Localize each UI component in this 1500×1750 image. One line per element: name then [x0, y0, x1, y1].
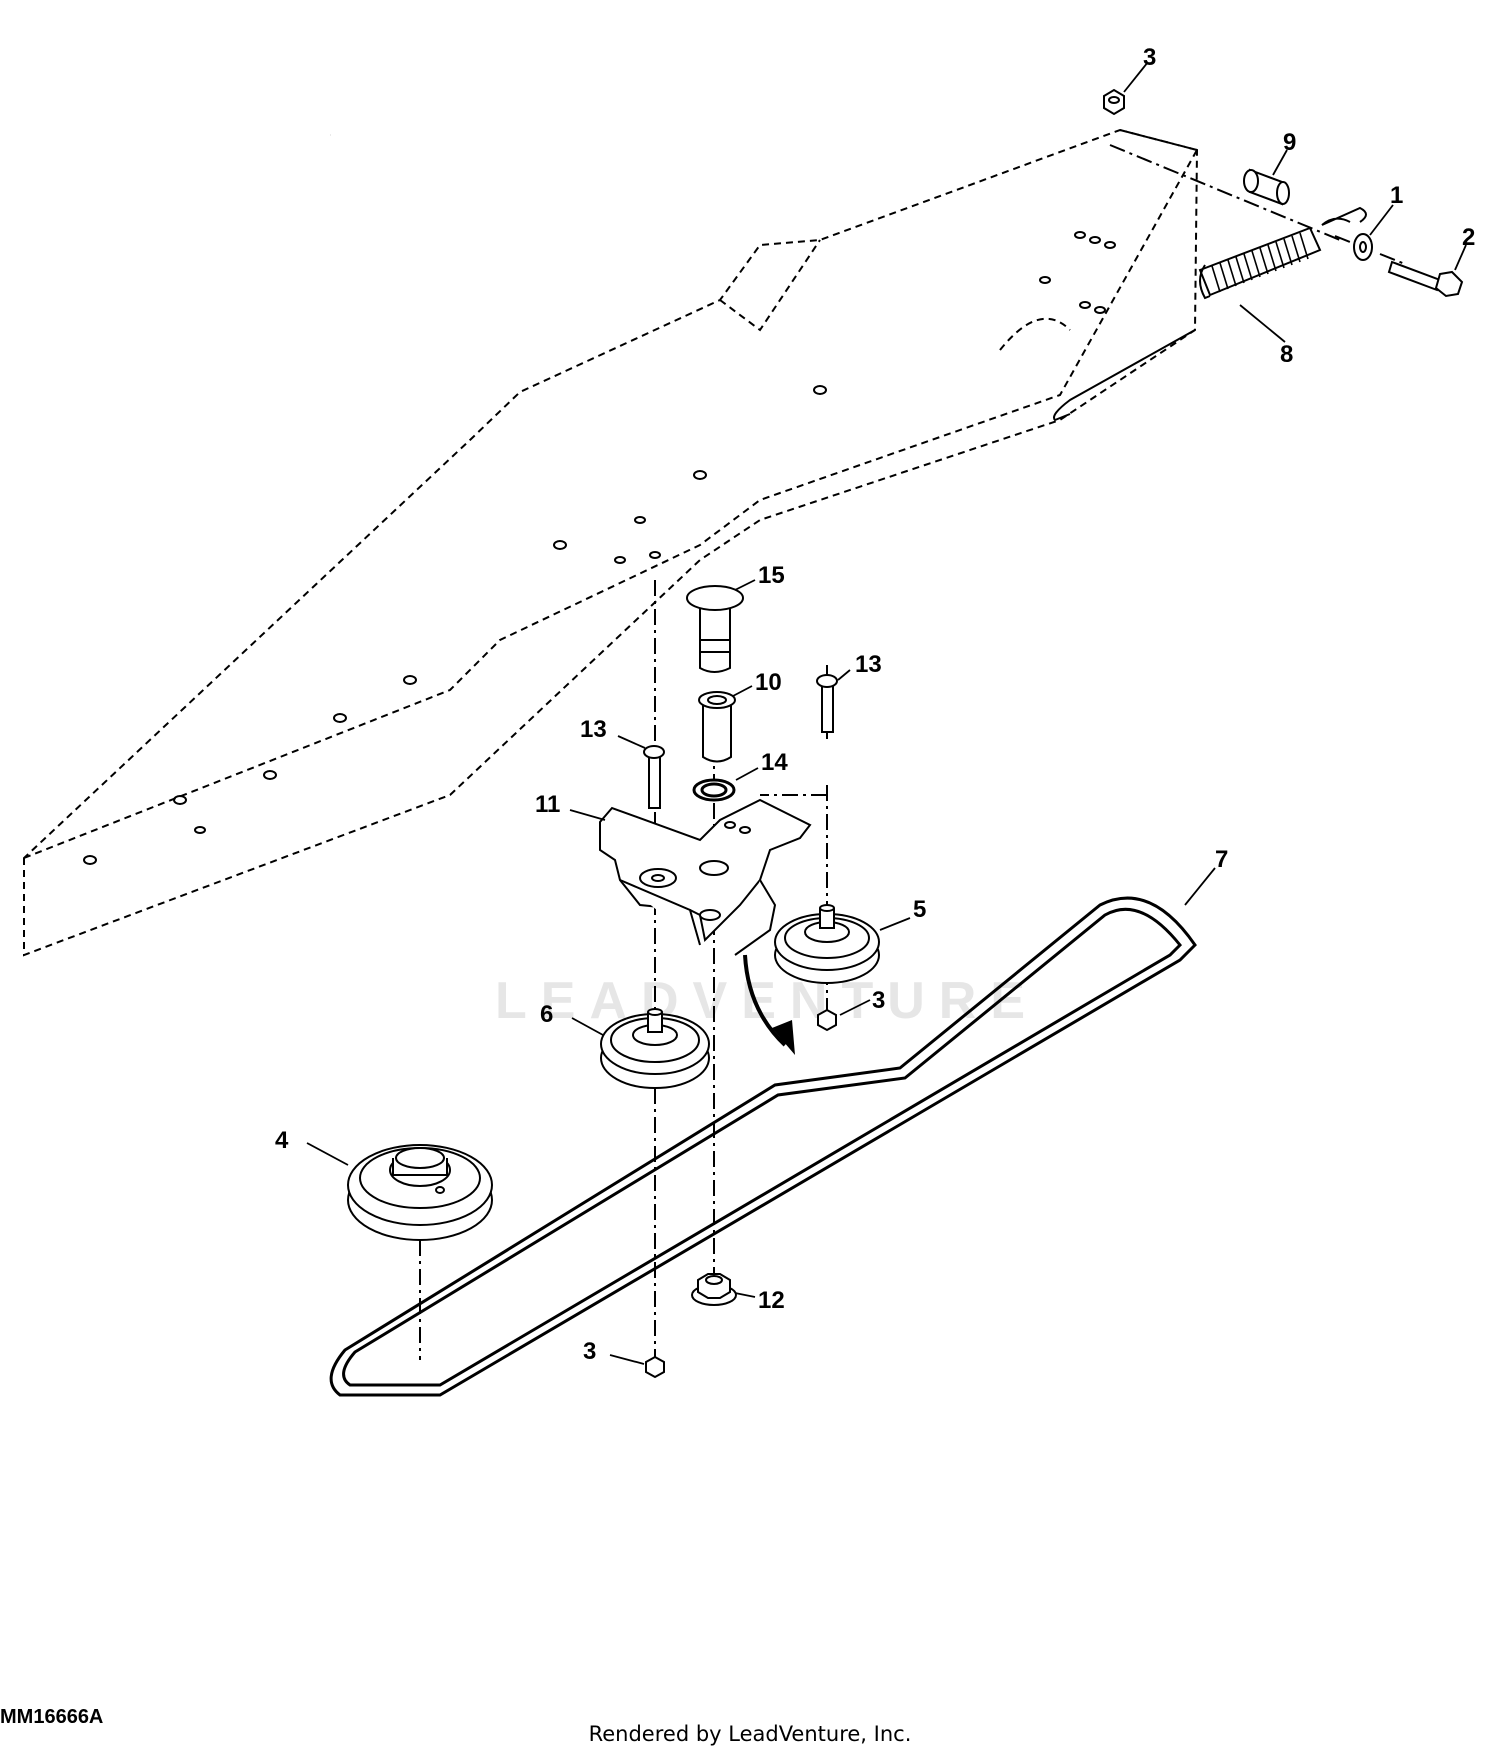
callout-9: 9 [1283, 129, 1296, 156]
nut-part-3-right [817, 1008, 837, 1032]
bolt-part-2 [1387, 260, 1464, 298]
callout-3-right: 3 [872, 987, 885, 1014]
flange-nut-part-12 [691, 1273, 737, 1306]
callout-8: 8 [1280, 341, 1293, 368]
spacer-part-9 [1243, 168, 1290, 206]
carriage-bolt-part-13-right [816, 674, 838, 733]
washer-part-1 [1353, 233, 1373, 261]
drive-pulley-part-4 [347, 1144, 493, 1241]
callout-11: 11 [535, 791, 560, 818]
spring-part-8 [1053, 206, 1367, 422]
callout-6: 6 [540, 1001, 553, 1028]
callout-13-right: 13 [855, 651, 882, 678]
idler-pulley-part-6 [600, 1008, 710, 1089]
callout-3-bottom: 3 [583, 1338, 596, 1365]
frame-rail [23, 128, 1199, 957]
idler-pulley-part-5 [774, 904, 880, 984]
callout-labels: 3 9 1 2 8 15 10 13 13 14 11 7 5 3 6 4 3 … [275, 44, 1475, 1365]
pivot-pin-part-15 [686, 585, 744, 673]
callout-13-left: 13 [580, 716, 607, 743]
idler-bracket-part-11 [599, 798, 812, 956]
callout-3-top: 3 [1143, 44, 1156, 71]
nut-part-3-top [1103, 88, 1125, 116]
watermark: LEADVENTURE [495, 972, 1039, 1030]
callout-10: 10 [755, 669, 782, 696]
bushing-part-10 [698, 691, 736, 763]
nut-part-3-bottom [645, 1355, 665, 1379]
frame-rail-holes [83, 231, 1116, 865]
callout-2: 2 [1462, 224, 1475, 251]
callout-1: 1 [1390, 182, 1403, 209]
carriage-bolt-part-13-left [643, 745, 665, 809]
figure-code: MM16666A [0, 1706, 104, 1728]
render-credit: Rendered by LeadVenture, Inc. [588, 1722, 912, 1746]
v-belt-part-7 [329, 896, 1197, 1397]
rotation-arrow [743, 954, 795, 1055]
callout-4: 4 [275, 1127, 289, 1154]
leader-lines [306, 61, 1467, 1365]
ring-part-14 [692, 778, 736, 802]
callout-5: 5 [913, 896, 926, 923]
callout-12: 12 [758, 1287, 785, 1314]
callout-7: 7 [1215, 846, 1228, 873]
callout-15: 15 [758, 562, 785, 589]
callout-14: 14 [761, 749, 788, 776]
